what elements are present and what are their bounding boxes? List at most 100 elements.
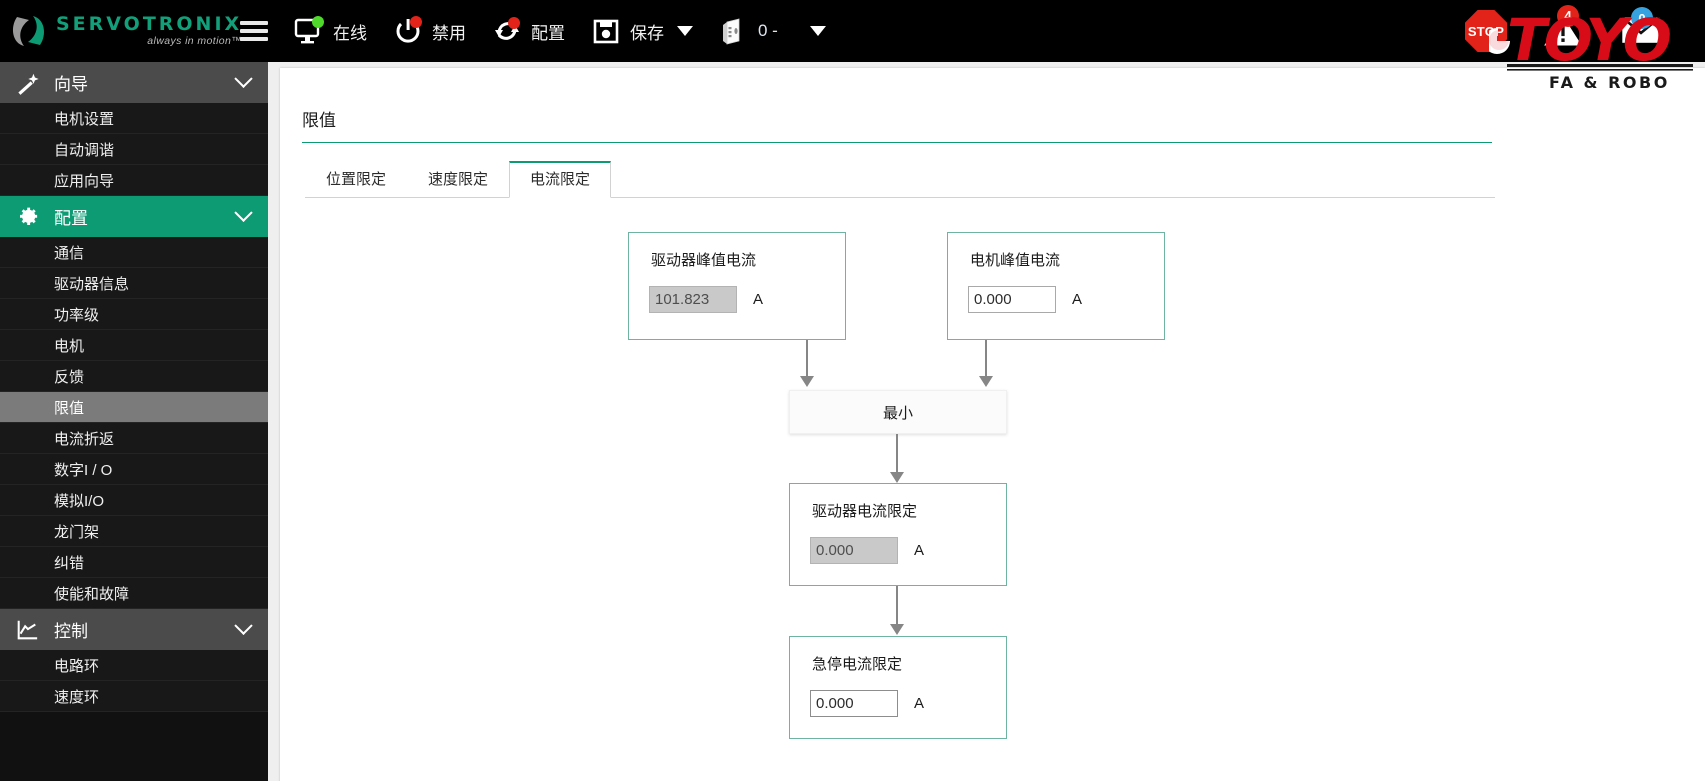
toolbar-item-configure[interactable]: 配置 bbox=[492, 16, 565, 46]
sidebar-item-label: 纠错 bbox=[54, 554, 85, 572]
sidebar-item-label: 速度环 bbox=[54, 688, 100, 706]
sidebar-item-current-foldback[interactable]: 电流折返 bbox=[0, 423, 268, 454]
sidebar-item-label: 数字I / O bbox=[54, 461, 113, 479]
tab-velocity-limits[interactable]: 速度限定 bbox=[428, 171, 489, 188]
stop-icon-label: STOP bbox=[1467, 23, 1505, 39]
save-icon bbox=[591, 16, 621, 46]
chevron-down-icon[interactable] bbox=[234, 203, 253, 223]
mail-badge-count: 0 bbox=[1631, 7, 1653, 29]
sidebar-item-error-correction[interactable]: 纠错 bbox=[0, 547, 268, 578]
monitor-online-icon bbox=[294, 16, 324, 46]
drive-current-limit-label: 驱动器电流限定 bbox=[812, 503, 918, 520]
flow-box-motor-peak-current: 电机峰值电流 A bbox=[947, 232, 1165, 340]
toolbar-item-drive[interactable]: 0 - bbox=[719, 16, 778, 46]
estop-current-limit-unit: A bbox=[914, 695, 925, 712]
tab-bar: 位置限定 速度限定 电流限定 bbox=[305, 161, 1495, 198]
sidebar-item-label: 通信 bbox=[54, 244, 85, 262]
arrow-drive-to-min bbox=[800, 340, 814, 387]
status-icon-group: STOP 4 0 bbox=[1465, 0, 1705, 62]
estop-current-limit-label: 急停电流限定 bbox=[812, 656, 903, 673]
sidebar-item-velocity-loop[interactable]: 速度环 bbox=[0, 681, 268, 712]
stop-icon: STOP bbox=[1465, 10, 1507, 52]
sidebar-item-label: 功率级 bbox=[54, 306, 100, 324]
content-panel: 限值 位置限定 速度限定 电流限定 驱动器峰值电流 A 电机峰值电流 bbox=[280, 68, 1705, 781]
drive-peak-current-input bbox=[649, 286, 737, 313]
sidebar-section-configuration[interactable]: 配置 bbox=[0, 196, 268, 237]
flow-node-minimum: 最小 bbox=[789, 390, 1007, 434]
arrow-motor-to-min bbox=[979, 340, 993, 387]
sidebar-item-label: 自动调谐 bbox=[54, 141, 115, 159]
sidebar-section-control[interactable]: 控制 bbox=[0, 609, 268, 650]
warning-badge-count: 4 bbox=[1557, 4, 1579, 27]
arrow-drive-to-estop-limit bbox=[890, 586, 904, 635]
warning-indicator[interactable]: 4 bbox=[1543, 4, 1583, 53]
estop-current-limit-input[interactable] bbox=[810, 690, 898, 717]
sidebar-item-motor-setup[interactable]: 电机设置 bbox=[0, 103, 268, 134]
sidebar-item-label: 电机设置 bbox=[54, 110, 115, 128]
flow-box-estop-current-limit: 急停电流限定 A bbox=[789, 636, 1007, 739]
drive-dropdown-chevron-icon[interactable] bbox=[809, 26, 826, 36]
sidebar-section-label-control: 控制 bbox=[54, 622, 88, 641]
sidebar-item-digital-io[interactable]: 数字I / O bbox=[0, 454, 268, 485]
hamburger-menu-icon[interactable] bbox=[240, 21, 268, 41]
sidebar-item-gantry[interactable]: 龙门架 bbox=[0, 516, 268, 547]
wand-icon bbox=[0, 71, 54, 95]
sidebar-item-label: 模拟I/O bbox=[54, 492, 105, 510]
minimum-label: 最小 bbox=[882, 404, 913, 422]
sidebar-item-label: 限值 bbox=[54, 399, 85, 417]
sidebar-item-analog-io[interactable]: 模拟I/O bbox=[0, 485, 268, 516]
sidebar-item-application-wizard[interactable]: 应用向导 bbox=[0, 165, 268, 196]
chevron-down-icon[interactable] bbox=[234, 69, 253, 89]
servotronix-leaf-icon bbox=[10, 11, 50, 51]
toolbar-item-save[interactable]: 保存 bbox=[591, 16, 693, 46]
sidebar-item-communication[interactable]: 通信 bbox=[0, 237, 268, 268]
sidebar-item-limits[interactable]: 限值 bbox=[0, 392, 268, 423]
toolbar-label-save: 保存 bbox=[630, 23, 664, 43]
sidebar-item-label: 电路环 bbox=[54, 657, 100, 675]
motor-peak-current-label: 电机峰值电流 bbox=[970, 252, 1061, 269]
toolbar-label-online: 在线 bbox=[333, 23, 367, 43]
toolbar-label-configure: 配置 bbox=[531, 23, 565, 43]
save-dropdown-chevron-icon[interactable] bbox=[677, 26, 693, 36]
sidebar-item-drive-info[interactable]: 驱动器信息 bbox=[0, 268, 268, 299]
brand-tagline: always in motion™ bbox=[147, 35, 243, 48]
toolbar-item-disable[interactable]: 禁用 bbox=[393, 16, 466, 46]
sidebar-item-autotune[interactable]: 自动调谐 bbox=[0, 134, 268, 165]
refresh-configure-icon bbox=[492, 16, 522, 46]
chevron-down-icon[interactable] bbox=[234, 616, 253, 636]
sidebar-section-wizard[interactable]: 向导 bbox=[0, 62, 268, 103]
sidebar-item-enable-and-fault[interactable]: 使能和故障 bbox=[0, 578, 268, 609]
drive-current-limit-input bbox=[810, 537, 898, 564]
motor-peak-current-input[interactable] bbox=[968, 286, 1056, 313]
sidebar-item-power-stage[interactable]: 功率级 bbox=[0, 299, 268, 330]
page-title: 限值 bbox=[302, 106, 1492, 143]
toolbar-item-online[interactable]: 在线 bbox=[294, 16, 367, 46]
sidebar-item-label: 电流折返 bbox=[54, 430, 115, 448]
flow-box-drive-current-limit: 驱动器电流限定 A bbox=[789, 483, 1007, 586]
sidebar-item-label: 反馈 bbox=[54, 368, 85, 386]
toolbar-label-disable: 禁用 bbox=[432, 23, 466, 43]
arrow-min-to-drive-limit bbox=[890, 434, 904, 483]
tab-position-limits[interactable]: 位置限定 bbox=[326, 171, 387, 188]
sidebar-navigation: 向导 电机设置 自动调谐 应用向导 配置 通信 驱动器信息 bbox=[0, 62, 268, 781]
warning-icon bbox=[1544, 15, 1582, 45]
brand-name: SERVOTRONIX bbox=[56, 13, 243, 36]
mail-indicator[interactable]: 0 bbox=[1619, 7, 1663, 50]
drive-current-limit-unit: A bbox=[914, 542, 925, 559]
tab-current-limits[interactable]: 电流限定 bbox=[509, 161, 612, 198]
sidebar-item-motor[interactable]: 电机 bbox=[0, 330, 268, 361]
top-toolbar: SERVOTRONIX always in motion™ 在线 bbox=[0, 0, 1705, 62]
sidebar-item-feedback[interactable]: 反馈 bbox=[0, 361, 268, 392]
flow-box-drive-peak-current: 驱动器峰值电流 A bbox=[628, 232, 846, 340]
power-disable-icon bbox=[393, 16, 423, 46]
motor-peak-current-unit: A bbox=[1072, 291, 1083, 308]
sidebar-item-label: 电机 bbox=[54, 337, 85, 355]
drive-device-icon bbox=[719, 16, 749, 46]
stop-button[interactable]: STOP bbox=[1465, 10, 1507, 52]
current-limits-flow-diagram: 驱动器峰值电流 A 电机峰值电流 A bbox=[280, 198, 1705, 758]
sidebar-section-label-wizard: 向导 bbox=[54, 75, 88, 94]
content-stage: 限值 位置限定 速度限定 电流限定 驱动器峰值电流 A 电机峰值电流 bbox=[268, 62, 1705, 781]
sidebar-item-current-loop[interactable]: 电路环 bbox=[0, 650, 268, 681]
drive-peak-current-label: 驱动器峰值电流 bbox=[651, 252, 757, 269]
sidebar-item-label: 使能和故障 bbox=[54, 585, 130, 603]
